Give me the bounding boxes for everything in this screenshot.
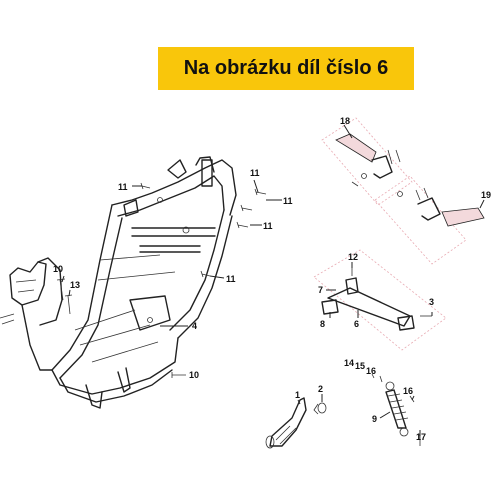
collar-2 [313, 402, 327, 415]
bolt-11-set [140, 182, 267, 278]
label-11: 11 [250, 168, 260, 178]
label-11: 11 [118, 182, 128, 192]
label-10: 10 [189, 370, 199, 380]
label-8: 8 [320, 319, 325, 329]
label-16: 16 [403, 386, 413, 396]
bolt-10-rear [56, 278, 66, 301]
label-11: 11 [226, 274, 236, 284]
right-leaders [297, 124, 485, 436]
bolt-10-lower [171, 372, 186, 378]
label-9: 9 [372, 414, 377, 424]
label-18: 18 [340, 116, 350, 126]
rear-shock-9 [371, 373, 421, 446]
label-6: 6 [354, 319, 359, 329]
engine-hanger-6 [313, 249, 447, 351]
bracket-19-group [374, 175, 485, 265]
main-frame [0, 156, 237, 409]
label-13: 13 [70, 280, 80, 290]
label-4: 4 [192, 321, 197, 331]
pivot-shaft-1 [265, 397, 307, 449]
label-7: 7 [318, 285, 323, 295]
part-number-banner: Na obrázku díl číslo 6 [158, 47, 414, 90]
label-3: 3 [429, 297, 434, 307]
bolt-13 [64, 294, 73, 315]
frame-leaders [61, 179, 282, 327]
label-19: 19 [481, 190, 491, 200]
part-labels: 11 11 11 11 11 10 13 4 10 18 19 12 7 3 8… [53, 116, 491, 442]
banner-text: Na obrázku díl číslo 6 [183, 57, 389, 79]
label-15: 15 [355, 361, 365, 371]
label-1: 1 [295, 390, 300, 400]
label-12: 12 [348, 252, 358, 262]
label-11: 11 [283, 196, 293, 206]
label-10: 10 [53, 264, 63, 274]
label-16: 16 [366, 366, 376, 376]
label-2: 2 [318, 384, 323, 394]
label-11: 11 [263, 221, 273, 231]
bracket-18-group [321, 117, 413, 206]
label-17: 17 [416, 432, 426, 442]
label-14: 14 [344, 358, 354, 368]
